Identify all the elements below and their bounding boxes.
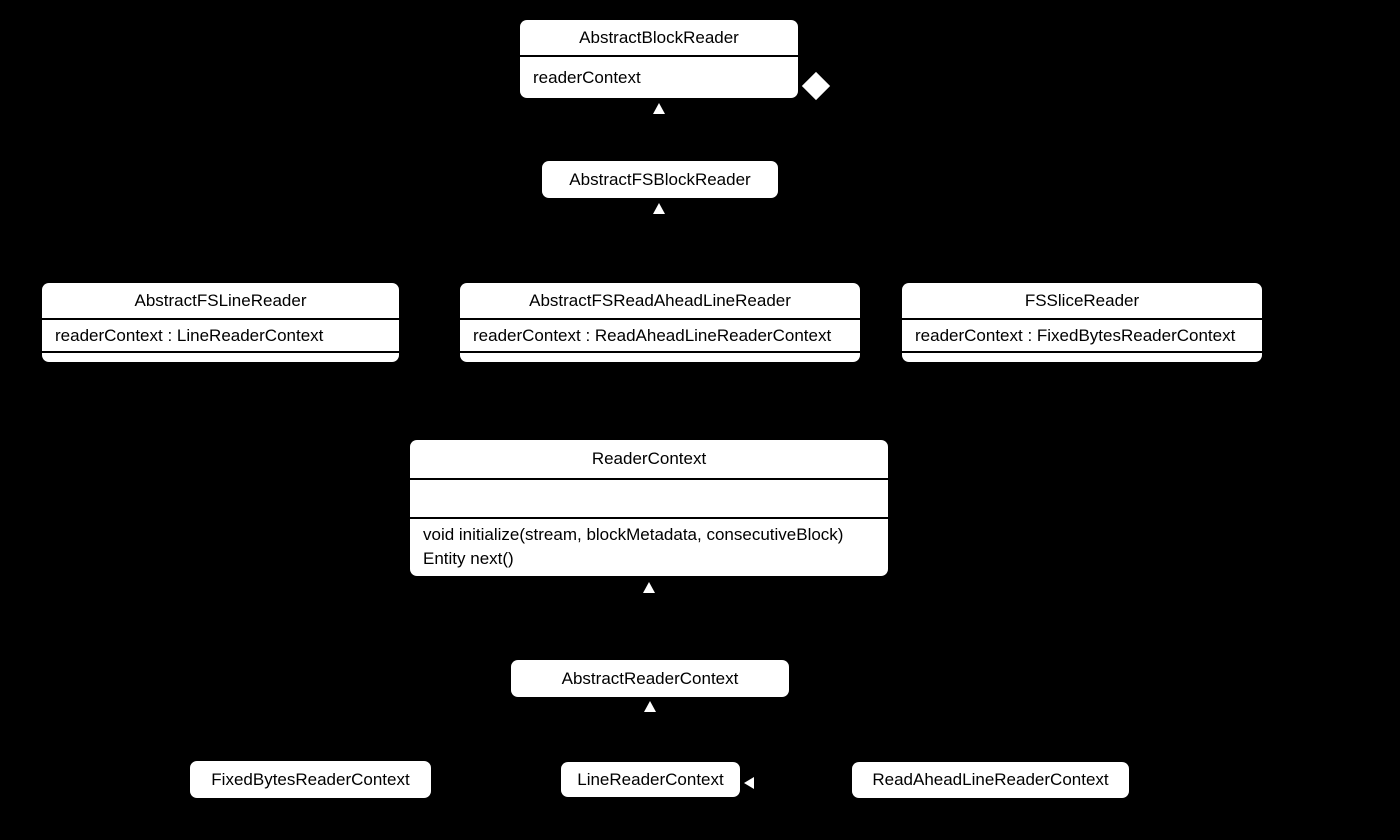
attribute: readerContext : FixedBytesReaderContext — [915, 325, 1236, 345]
class-attributes: readerContext : FixedBytesReaderContext — [902, 318, 1262, 351]
inheritance-arrow-icon — [653, 203, 665, 214]
method: void initialize(stream, blockMetadata, c… — [423, 525, 844, 544]
class-title: ReaderContext — [591, 449, 707, 468]
class-title: FixedBytesReaderContext — [211, 769, 410, 789]
class-attributes-empty — [410, 478, 888, 517]
attribute: readerContext : ReadAheadLineReaderConte… — [473, 325, 832, 345]
class-abstract-block-reader: AbstractBlockReader readerContext — [520, 20, 798, 98]
class-attributes: readerContext — [520, 55, 798, 98]
inheritance-arrow-icon — [643, 582, 655, 593]
method: Entity next() — [423, 549, 514, 568]
class-abstract-fs-line-reader: AbstractFSLineReader readerContext : Lin… — [42, 283, 399, 362]
class-title: AbstractReaderContext — [561, 668, 739, 688]
class-title: LineReaderContext — [577, 769, 724, 789]
class-methods: void initialize(stream, blockMetadata, c… — [410, 517, 888, 576]
attribute: readerContext : LineReaderContext — [55, 325, 324, 345]
class-title: FSSliceReader — [1024, 290, 1140, 310]
class-title: AbstractFSBlockReader — [569, 169, 751, 189]
class-methods-empty — [902, 351, 1262, 362]
aggregation-diamond-icon — [801, 71, 831, 101]
class-abstract-fs-block-reader: AbstractFSBlockReader — [542, 161, 778, 198]
inheritance-arrow-left-icon — [744, 777, 754, 789]
class-title: ReadAheadLineReaderContext — [872, 770, 1109, 789]
class-reader-context: ReaderContext void initialize(stream, bl… — [410, 440, 888, 576]
class-methods-empty — [42, 351, 399, 362]
class-fixed-bytes-reader-context: FixedBytesReaderContext — [190, 761, 431, 798]
inheritance-arrow-icon — [653, 103, 665, 114]
class-title: AbstractFSReadAheadLineReader — [529, 290, 791, 310]
class-title: AbstractBlockReader — [579, 27, 739, 47]
class-line-reader-context: LineReaderContext — [561, 762, 740, 797]
class-fs-slice-reader: FSSliceReader readerContext : FixedBytes… — [902, 283, 1262, 362]
attribute: readerContext — [533, 67, 641, 87]
class-abstract-fs-read-ahead-line-reader: AbstractFSReadAheadLineReader readerCont… — [460, 283, 860, 362]
class-attributes: readerContext : ReadAheadLineReaderConte… — [460, 318, 860, 351]
inheritance-arrow-icon — [644, 701, 656, 712]
class-title: AbstractFSLineReader — [134, 290, 307, 310]
class-attributes: readerContext : LineReaderContext — [42, 318, 399, 351]
class-abstract-reader-context: AbstractReaderContext — [511, 660, 789, 697]
class-methods-empty — [460, 351, 860, 362]
class-read-ahead-line-reader-context: ReadAheadLineReaderContext — [852, 762, 1129, 798]
